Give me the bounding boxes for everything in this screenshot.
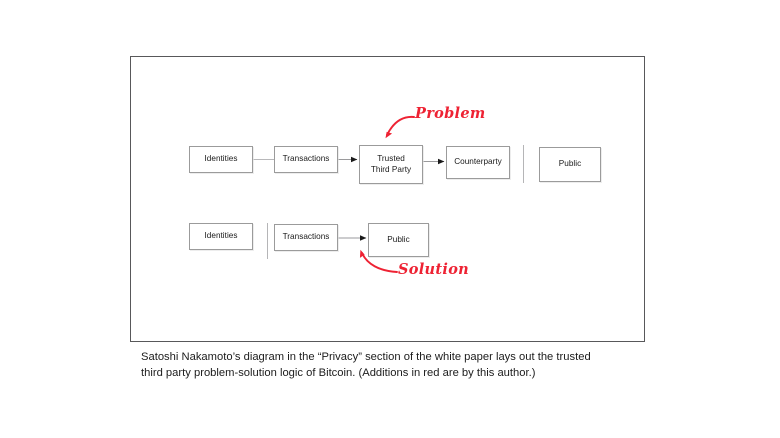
node-identities-row1[interactable]: Identities — [189, 146, 253, 173]
node-label-line1: Trusted — [377, 154, 405, 163]
node-label: Counterparty — [454, 157, 502, 167]
figure-frame: Identities Transactions Trusted Third Pa… — [130, 56, 645, 342]
node-label: Transactions — [282, 154, 330, 164]
caption-line-1: Satoshi Nakamoto’s diagram in the “Priva… — [141, 351, 591, 363]
node-label: Public — [558, 159, 582, 169]
node-label: Transactions — [282, 232, 330, 242]
node-identities-row2[interactable]: Identities — [189, 223, 253, 250]
node-public-row2[interactable]: Public — [368, 223, 429, 257]
annotation-label-solution: Solution — [398, 261, 470, 278]
node-transactions-row2[interactable]: Transactions — [274, 224, 338, 251]
node-label-wrapper: Trusted Third Party — [371, 154, 411, 175]
divider-row1 — [523, 145, 525, 183]
node-label-line2: Third Party — [370, 164, 412, 174]
node-label: Identities — [204, 231, 238, 241]
connector-layer — [253, 156, 445, 241]
divider-row2 — [267, 223, 269, 259]
node-transactions-row1[interactable]: Transactions — [274, 146, 338, 173]
node-trusted-third-party[interactable]: Trusted Third Party — [359, 145, 423, 184]
node-public-row1[interactable]: Public — [539, 147, 601, 182]
annotation-label-problem: Problem — [415, 105, 486, 122]
figure-caption: Satoshi Nakamoto’s diagram in the “Priva… — [141, 350, 641, 381]
caption-line-2: third party problem-solution logic of Bi… — [141, 366, 536, 379]
annotation-arrow-problem — [385, 115, 415, 139]
node-label: Public — [387, 234, 410, 244]
diagram-canvas: Identities Transactions Trusted Third Pa… — [131, 57, 644, 341]
node-label: Identities — [204, 154, 238, 164]
node-counterparty[interactable]: Counterparty — [446, 146, 510, 179]
annotation-layer — [359, 115, 415, 273]
